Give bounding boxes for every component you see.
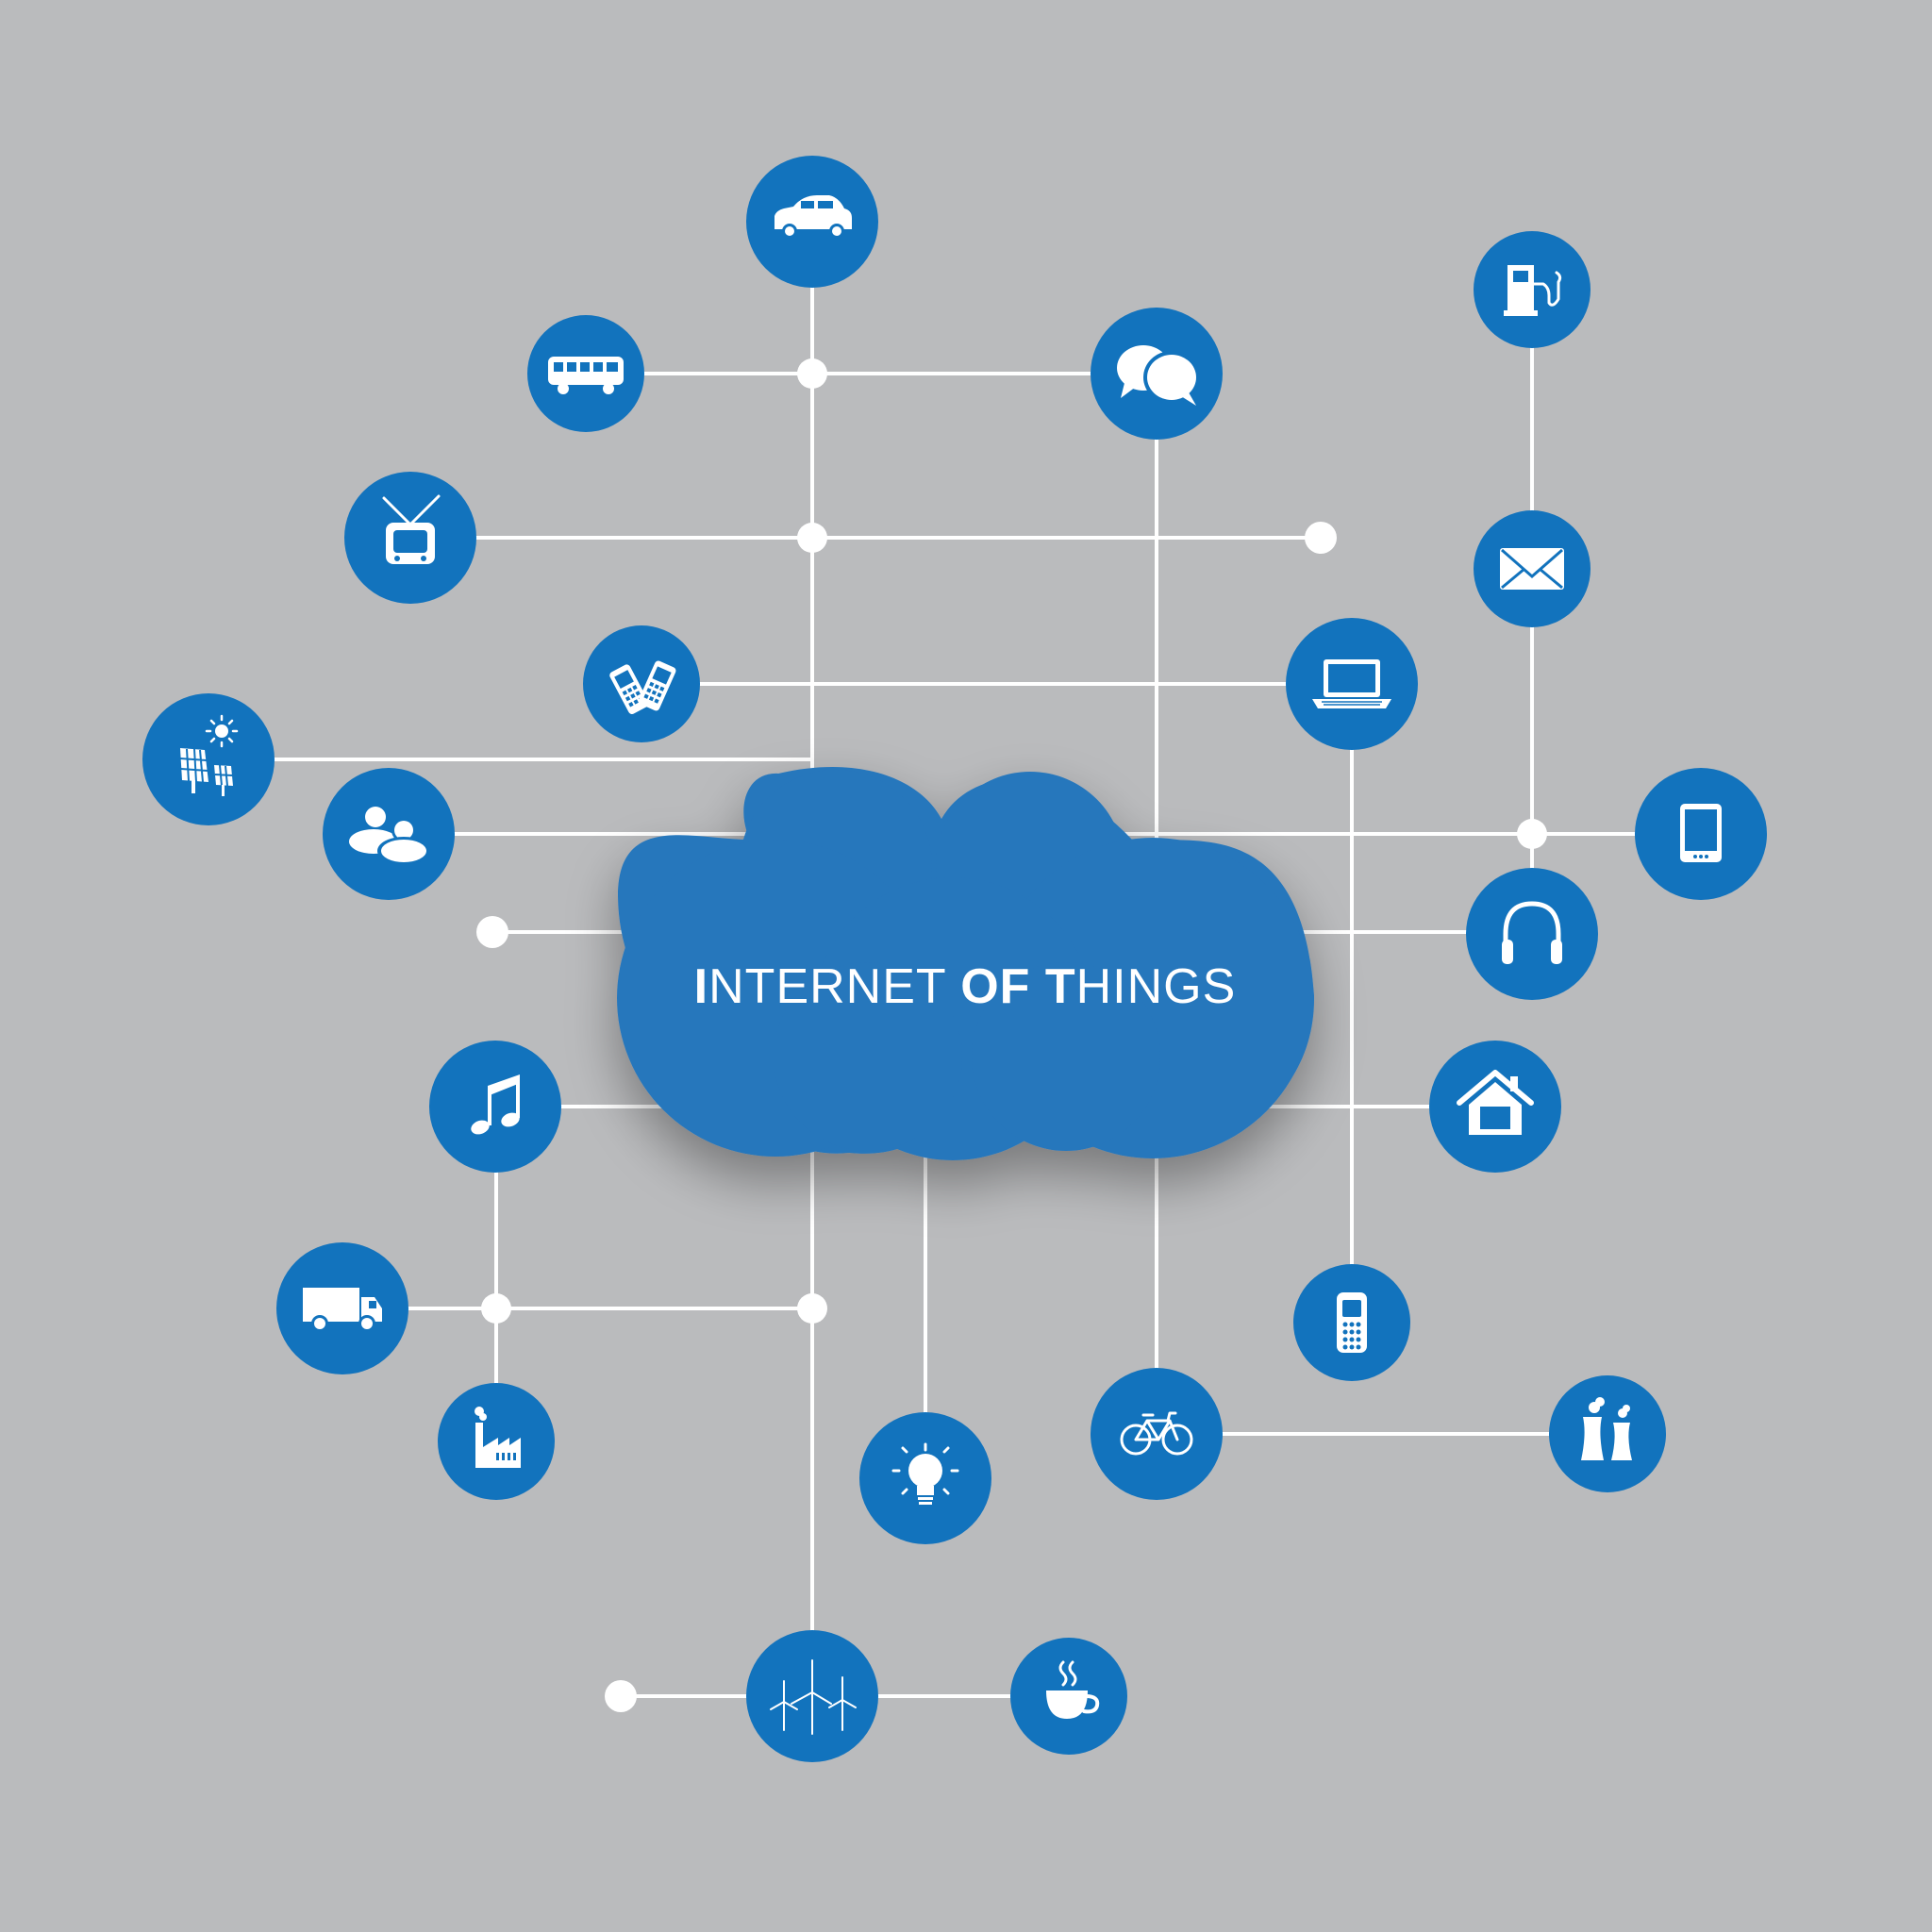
connector-joints bbox=[476, 358, 1547, 1712]
headphones-icon bbox=[1502, 901, 1562, 964]
joint-end-dot bbox=[476, 916, 508, 948]
joint-dot bbox=[797, 1293, 827, 1324]
node-factory bbox=[438, 1383, 555, 1500]
node-home bbox=[1429, 1041, 1561, 1173]
node-bus bbox=[527, 315, 644, 432]
power-plant-icon bbox=[1581, 1397, 1632, 1460]
joint-dot bbox=[481, 1293, 511, 1324]
solar-panel-icon bbox=[179, 714, 239, 796]
node-powerplant bbox=[1549, 1375, 1666, 1492]
node-laptop bbox=[1286, 618, 1418, 750]
cell-phone-icon bbox=[1337, 1292, 1367, 1353]
title-word-internet: NTERNET bbox=[708, 959, 960, 1014]
node-wind bbox=[746, 1630, 878, 1762]
node-bulb bbox=[859, 1412, 991, 1544]
truck-icon bbox=[303, 1288, 382, 1332]
node-fuel bbox=[1474, 231, 1591, 348]
joint-dot bbox=[797, 523, 827, 553]
wind-turbines-icon bbox=[770, 1659, 857, 1735]
car-icon bbox=[774, 195, 852, 239]
joint-end-dot bbox=[605, 1680, 637, 1712]
joint-dot bbox=[797, 358, 827, 389]
title-word-of: OF bbox=[960, 959, 1030, 1014]
node-music bbox=[429, 1041, 561, 1173]
node-mail bbox=[1474, 510, 1591, 627]
factory-icon bbox=[475, 1407, 521, 1468]
chat-bubbles-icon bbox=[1117, 345, 1200, 406]
tablet-icon bbox=[1680, 804, 1722, 862]
node-car bbox=[746, 156, 878, 288]
users-icon bbox=[349, 807, 430, 865]
laptop-icon bbox=[1312, 659, 1391, 708]
node-coffee bbox=[1010, 1638, 1127, 1755]
bicycle-icon bbox=[1120, 1411, 1193, 1456]
node-truck bbox=[276, 1242, 408, 1374]
mobile-phones-icon bbox=[609, 660, 676, 714]
node-bike bbox=[1091, 1368, 1223, 1500]
bus-icon bbox=[548, 357, 624, 394]
tv-icon bbox=[382, 494, 441, 564]
joint-end-dot bbox=[1305, 522, 1337, 554]
title-initial-t: T bbox=[1030, 959, 1075, 1014]
node-phones bbox=[583, 625, 700, 742]
fuel-pump-icon bbox=[1504, 265, 1562, 316]
title-initial-i: I bbox=[694, 959, 708, 1014]
node-cellphone bbox=[1293, 1264, 1410, 1381]
node-tablet bbox=[1635, 768, 1767, 900]
coffee-cup-icon bbox=[1046, 1660, 1100, 1719]
node-tv bbox=[344, 472, 476, 604]
title-word-things: HINGS bbox=[1076, 959, 1237, 1014]
node-people bbox=[323, 768, 455, 900]
light-bulb-icon bbox=[891, 1442, 959, 1505]
envelope-icon bbox=[1500, 548, 1564, 590]
music-note-icon bbox=[471, 1074, 520, 1135]
node-solar bbox=[142, 693, 275, 825]
cloud-title: INTERNET OF THINGS bbox=[694, 959, 1237, 1014]
iot-cloud: INTERNET OF THINGS bbox=[617, 767, 1315, 1160]
house-icon bbox=[1457, 1070, 1534, 1135]
node-headphones bbox=[1466, 868, 1598, 1000]
joint-dot bbox=[1517, 819, 1547, 849]
node-chat bbox=[1091, 308, 1223, 440]
